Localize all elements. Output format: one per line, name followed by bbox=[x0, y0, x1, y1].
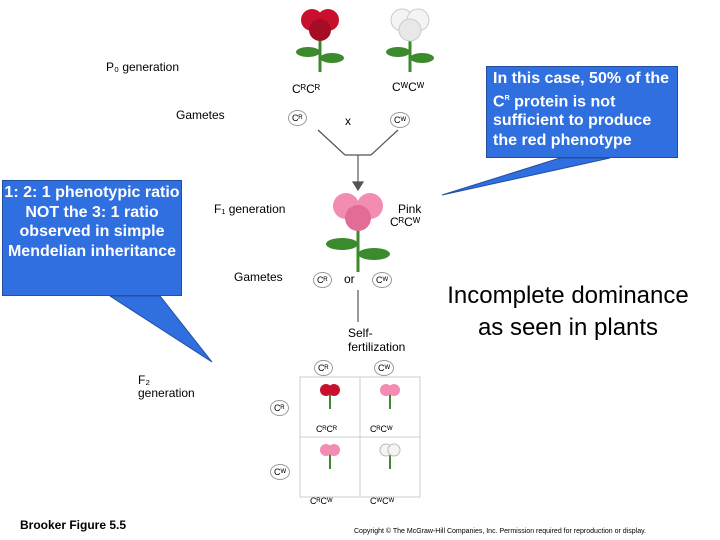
cross-symbol: x bbox=[345, 114, 351, 128]
f1-gametes-label: Gametes bbox=[234, 270, 283, 284]
copyright-notice: Copyright © The McGraw-Hill Companies, I… bbox=[354, 528, 647, 535]
white-flower-icon bbox=[386, 8, 434, 72]
f2-pink-flower-icon bbox=[320, 444, 340, 469]
punnett-cell-rw: CᴿCᵂ bbox=[370, 424, 393, 434]
f1-gamete-w: Cᵂ bbox=[372, 272, 393, 288]
punnett-row-w: Cᵂ bbox=[270, 464, 291, 480]
punnett-col-w: Cᵂ bbox=[374, 360, 395, 376]
f2-red-flower-icon bbox=[320, 384, 340, 409]
or-label: or bbox=[344, 272, 355, 286]
callout-protein-text-a: In this case, 50% of the C bbox=[493, 70, 670, 110]
callout-protein: In this case, 50% of the CR protein is n… bbox=[486, 66, 678, 158]
pink-label: Pink bbox=[398, 202, 422, 216]
figure-reference: Brooker Figure 5.5 bbox=[20, 518, 127, 532]
punnett-cell-ww: CᵂCᵂ bbox=[370, 496, 395, 506]
f2-pink-flower-icon bbox=[380, 384, 400, 409]
red-flower-icon bbox=[296, 9, 344, 72]
p0-generation-label: P₀ generation bbox=[106, 60, 180, 74]
f2-white-flower-icon bbox=[379, 443, 401, 469]
pink-flower-icon bbox=[326, 193, 390, 272]
callout-protein-text-b: protein is not sufficient to produce the… bbox=[493, 92, 652, 149]
callout-ratio: 1: 2: 1 phenotypic ratio NOT the 3: 1 ra… bbox=[2, 180, 182, 296]
p0-gametes-label: Gametes bbox=[176, 108, 225, 122]
punnett-row-r: Cᴿ bbox=[270, 400, 289, 416]
incomplete-dominance-title: Incomplete dominance as seen in plants bbox=[447, 282, 689, 341]
punnett-cell-wr: CᴿCᵂ bbox=[310, 496, 333, 506]
gamete-w: Cᵂ bbox=[390, 112, 411, 128]
punnett-col-r: Cᴿ bbox=[314, 360, 333, 376]
f1-generation-label: F₁ generation bbox=[214, 202, 286, 216]
callout-left-pointer bbox=[108, 295, 213, 363]
white-parent-genotype: CᵂCᵂ bbox=[392, 80, 425, 94]
gamete-r: Cᴿ bbox=[288, 110, 307, 126]
callout-protein-sup: R bbox=[504, 94, 510, 102]
punnett-cell-rr: CᴿCᴿ bbox=[316, 424, 338, 434]
red-parent-genotype: CᴿCᴿ bbox=[292, 82, 321, 96]
callout-right-pointer bbox=[441, 157, 611, 196]
pink-genotype: CᴿCᵂ bbox=[390, 215, 421, 229]
f2-generation-label: F₂ generation bbox=[138, 373, 195, 400]
self-fertilization-label: Self-fertilization bbox=[348, 326, 406, 354]
f1-gamete-r: Cᴿ bbox=[313, 272, 332, 288]
